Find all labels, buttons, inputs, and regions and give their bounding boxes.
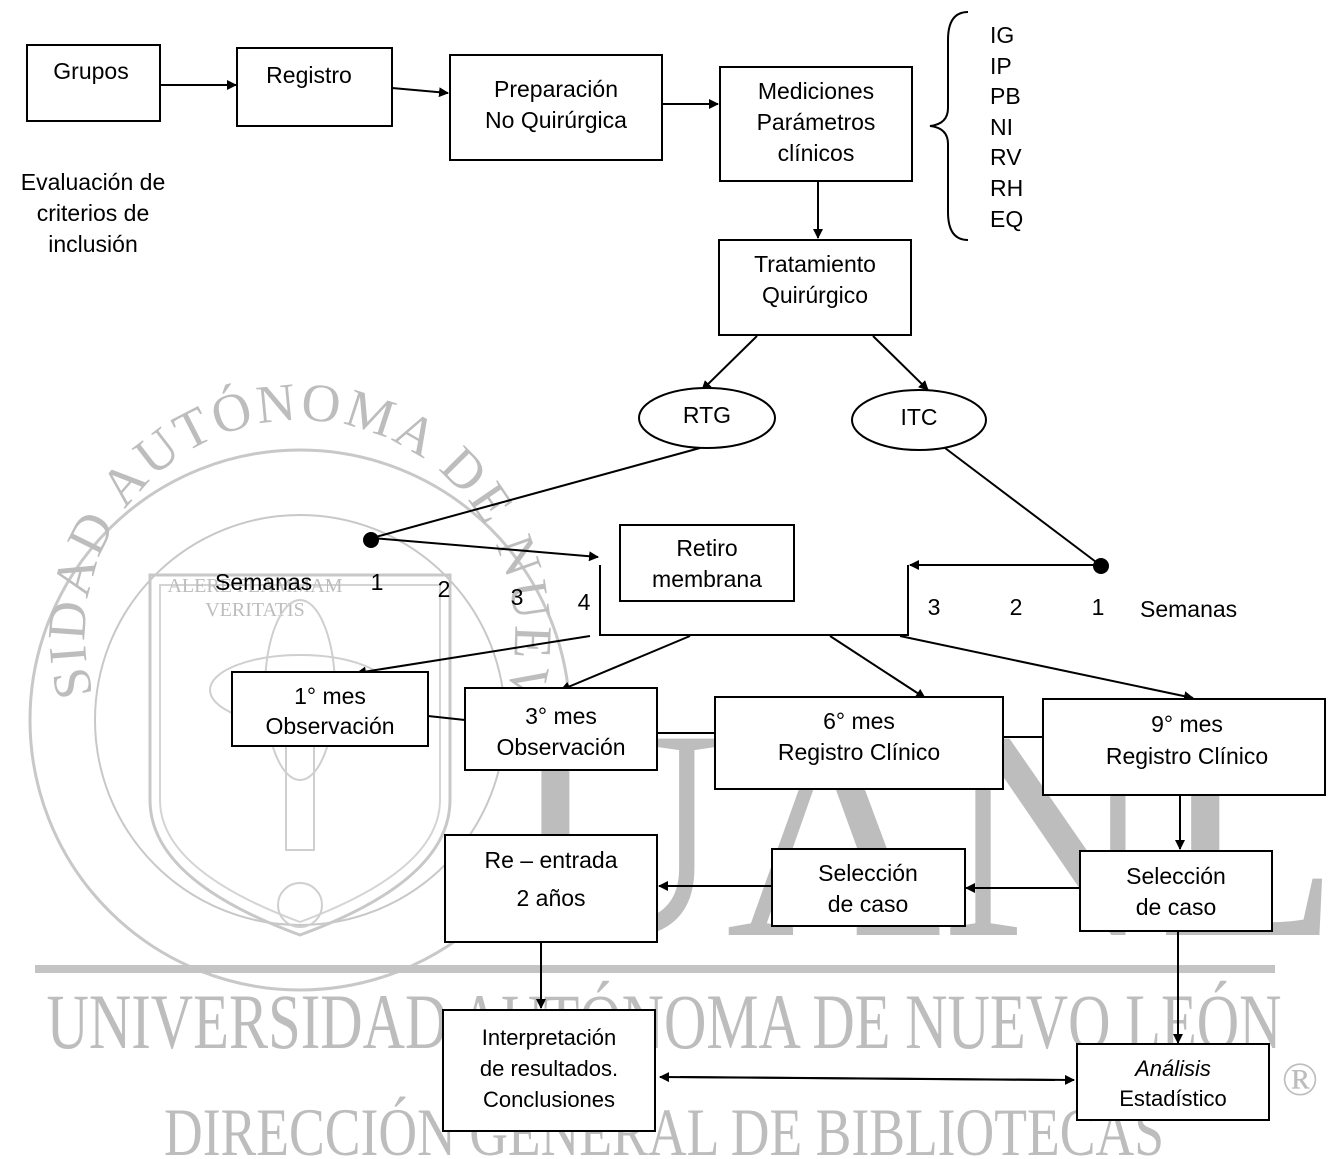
parametros-list: IG IP PB NI RV RH EQ	[990, 22, 1023, 232]
node-analisis: Análisis Estadístico	[1076, 1043, 1270, 1121]
svg-text:de caso: de caso	[828, 891, 909, 917]
watermark-rule	[35, 965, 1275, 973]
connectors	[160, 11, 1194, 1085]
svg-text:Tratamiento: Tratamiento	[754, 251, 876, 277]
weeks-right-timeline: 3 2 1 Semanas	[928, 594, 1238, 622]
week-left-4: 4	[578, 589, 591, 615]
svg-text:Selección: Selección	[818, 860, 918, 886]
arrow-to-mes9	[899, 635, 1194, 702]
node-preparacion: Preparación No Quirúrgica	[449, 54, 663, 161]
weeks-left-timeline: Semanas 1 2 3 4	[215, 569, 591, 615]
svg-text:Conclusiones: Conclusiones	[483, 1087, 615, 1112]
svg-text:Registro: Registro	[266, 62, 352, 88]
week-left-3: 3	[511, 584, 524, 610]
timeline-bracket	[599, 565, 909, 636]
node-mes3: 3° mes Observación	[464, 687, 658, 771]
node-grupos: Grupos	[26, 44, 161, 122]
svg-text:de caso: de caso	[1136, 894, 1217, 920]
svg-text:membrana: membrana	[652, 566, 762, 592]
arrow-rtg-weeks	[371, 537, 599, 562]
svg-text:Re – entrada: Re – entrada	[485, 847, 618, 873]
svg-text:2 años: 2 años	[516, 885, 585, 911]
svg-text:clínicos: clínicos	[778, 140, 855, 166]
registered-mark: ®	[1282, 1053, 1318, 1106]
svg-text:Mediciones: Mediciones	[758, 78, 874, 104]
svg-text:Estadístico: Estadístico	[1119, 1086, 1227, 1111]
node-itc: ITC	[851, 389, 987, 451]
svg-text:criterios de: criterios de	[37, 200, 149, 226]
week-left-2: 2	[438, 576, 451, 602]
node-mediciones: Mediciones Parámetros clínicos	[719, 66, 913, 182]
line-mes1-mes3	[427, 715, 466, 721]
param-ni: NI	[990, 114, 1013, 140]
arrow-registro-preparacion	[391, 87, 449, 98]
param-ig: IG	[990, 22, 1014, 48]
weeks-right-label: Semanas	[1140, 596, 1237, 622]
param-rh: RH	[990, 175, 1023, 201]
svg-text:ITC: ITC	[900, 404, 937, 430]
weeks-left-label: Semanas	[215, 569, 312, 595]
param-pb: PB	[990, 83, 1021, 109]
week-right-1: 1	[1092, 594, 1105, 620]
node-retiro-membrana: Retiro membrana	[619, 524, 795, 602]
node-rtg: RTG	[638, 387, 776, 449]
seal-motto-2: VERITATIS	[205, 599, 305, 621]
svg-text:RTG: RTG	[683, 402, 731, 428]
node-mes9: 9° mes Registro Clínico	[1042, 698, 1326, 796]
node-tratamiento: Tratamiento Quirúrgico	[718, 239, 912, 336]
svg-text:Registro Clínico: Registro Clínico	[1106, 743, 1268, 769]
svg-text:No Quirúrgica: No Quirúrgica	[485, 107, 627, 133]
node-interpretacion: Interpretación de resultados. Conclusion…	[442, 1009, 656, 1132]
svg-text:Grupos: Grupos	[53, 58, 128, 84]
param-rv: RV	[990, 144, 1022, 170]
node-registro: Registro	[236, 47, 393, 127]
svg-text:Evaluación de: Evaluación de	[21, 169, 166, 195]
week-left-1: 1	[371, 569, 384, 595]
arrow-tratamiento-rtg	[701, 335, 758, 391]
svg-text:Quirúrgico: Quirúrgico	[762, 282, 868, 308]
arrow-to-mes3	[560, 635, 691, 692]
svg-text:Selección: Selección	[1126, 863, 1226, 889]
svg-text:Parámetros: Parámetros	[757, 109, 876, 135]
svg-text:Preparación: Preparación	[494, 76, 618, 102]
svg-text:de resultados.: de resultados.	[480, 1056, 618, 1081]
svg-text:Retiro: Retiro	[676, 535, 737, 561]
svg-text:Observación: Observación	[265, 713, 394, 739]
rtg-timeline-dot	[363, 532, 379, 548]
node-mes6: 6° mes Registro Clínico	[714, 696, 1004, 790]
node-seleccion-centro: Selección de caso	[771, 848, 966, 927]
watermark-university-name: UNIVERSIDAD AUTÓNOMA DE NUEVO LEÓN	[47, 978, 1282, 1065]
week-right-2: 2	[1010, 594, 1023, 620]
arrow-to-interpretacion	[659, 1072, 1056, 1083]
svg-text:Observación: Observación	[496, 734, 625, 760]
line-rtg-timeline	[371, 447, 701, 539]
arrow-tratamiento-itc	[872, 335, 929, 391]
node-mes1: 1° mes Observación	[231, 671, 429, 747]
param-ip: IP	[990, 53, 1012, 79]
param-eq: EQ	[990, 206, 1023, 232]
watermark-library-name: DIRECCIÓN GENERAL DE BIBLIOTECAS	[164, 1094, 1164, 1159]
svg-text:inclusión: inclusión	[48, 231, 138, 257]
svg-text:3° mes: 3° mes	[525, 703, 597, 729]
parametros-brace	[929, 11, 969, 241]
node-seleccion-derecha: Selección de caso	[1079, 850, 1273, 932]
svg-text:1° mes: 1° mes	[294, 683, 366, 709]
node-reentrada: Re – entrada 2 años	[444, 834, 658, 943]
week-right-3: 3	[928, 594, 941, 620]
arrow-to-mes1	[356, 635, 591, 677]
svg-text:Registro Clínico: Registro Clínico	[778, 739, 940, 765]
arrow-to-mes6	[829, 635, 926, 699]
itc-timeline-dot	[1093, 558, 1109, 574]
seal-motto-1: ALERE FLAMMAM	[167, 575, 342, 597]
svg-text:Interpretación: Interpretación	[482, 1025, 617, 1050]
line-itc-timeline	[944, 447, 1101, 566]
svg-text:9° mes: 9° mes	[1151, 711, 1223, 737]
svg-text:6° mes: 6° mes	[823, 708, 895, 734]
evaluacion-criterios-label: Evaluación de criterios de inclusión	[21, 169, 166, 257]
svg-text:Análisis: Análisis	[1133, 1056, 1211, 1081]
